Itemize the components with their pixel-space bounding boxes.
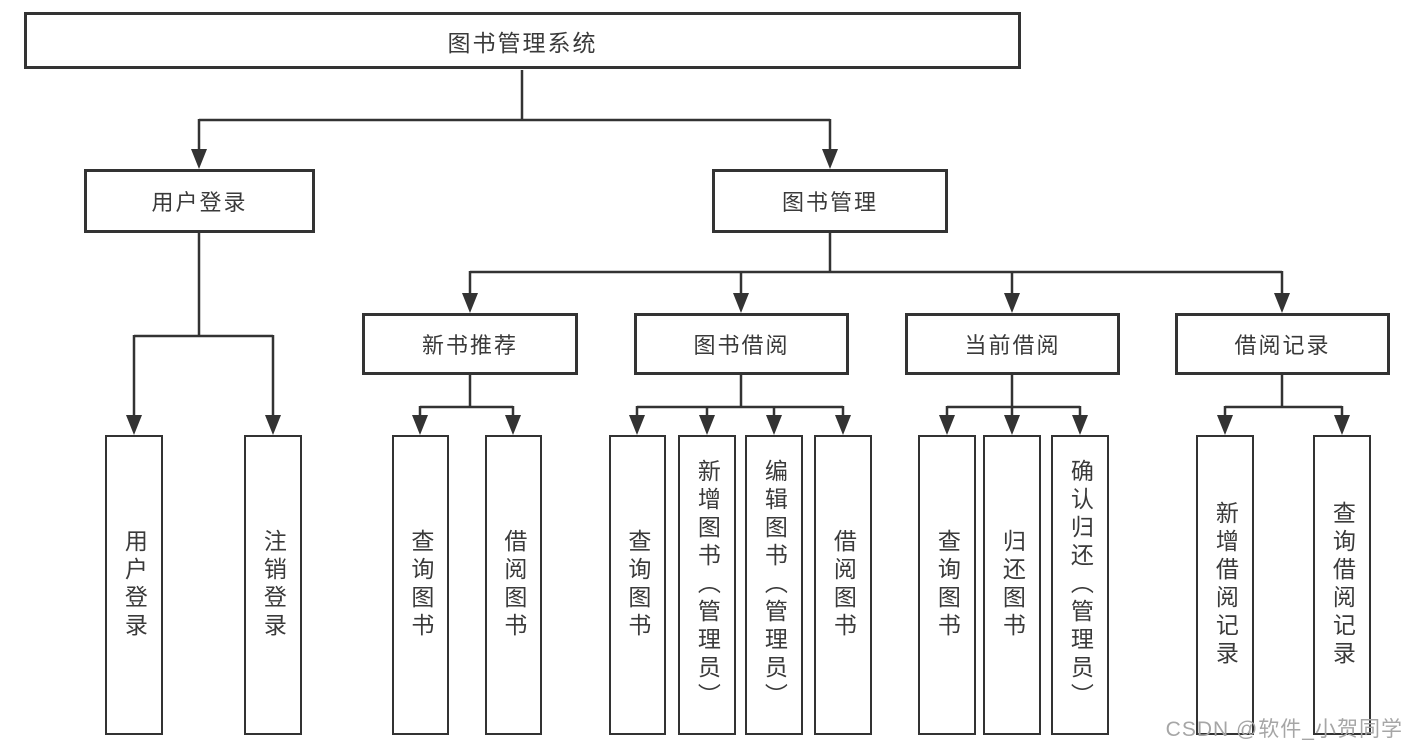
- node-root-system: 图书管理系统: [24, 12, 1021, 69]
- node-new-book-recommend: 新书推荐: [362, 313, 578, 375]
- node-user-login: 用户登录: [84, 169, 315, 233]
- leaf-add-book-admin: 新增图书（管理员）: [678, 435, 736, 735]
- leaf-add-borrow-record: 新增借阅记录: [1196, 435, 1254, 735]
- node-book-borrow: 图书借阅: [634, 313, 849, 375]
- csdn-watermark: CSDN @软件_小贺同学: [1165, 718, 1403, 741]
- node-book-management: 图书管理: [712, 169, 948, 233]
- leaf-return-book: 归还图书: [983, 435, 1041, 735]
- leaf-logout: 注销登录: [244, 435, 302, 735]
- leaf-borrow-books: 借阅图书: [814, 435, 872, 735]
- leaf-query-borrow-record: 查询借阅记录: [1313, 435, 1371, 735]
- leaf-query-books-recommend: 查询图书: [392, 435, 449, 735]
- leaf-confirm-return-admin: 确认归还（管理员）: [1051, 435, 1109, 735]
- node-borrow-records: 借阅记录: [1175, 313, 1390, 375]
- leaf-query-books-current: 查询图书: [918, 435, 976, 735]
- node-current-borrow: 当前借阅: [905, 313, 1120, 375]
- leaf-user-login: 用户登录: [105, 435, 163, 735]
- leaf-borrow-books-recommend: 借阅图书: [485, 435, 542, 735]
- leaf-edit-book-admin: 编辑图书（管理员）: [745, 435, 803, 735]
- leaf-query-books-borrow: 查询图书: [609, 435, 666, 735]
